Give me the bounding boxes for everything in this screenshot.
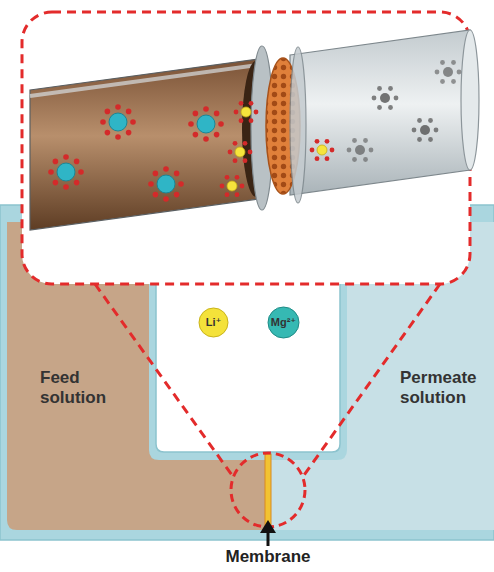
- flange: [290, 47, 306, 203]
- zoom-line: [95, 284, 234, 478]
- zoom-frame: [22, 12, 470, 284]
- ghost-ion: [347, 138, 374, 162]
- ion-circle-shape: [268, 307, 299, 338]
- ion-label: Li⁺: [206, 316, 222, 329]
- feed-compartment: Feed solution: [22, 368, 132, 432]
- compartment-label: Permeate solution: [400, 368, 492, 408]
- mg-ion: [148, 166, 184, 202]
- compartment-label: Feed solution: [40, 368, 122, 408]
- mg-ion: [188, 106, 224, 142]
- li-ion: [228, 141, 253, 163]
- permeate-compartment: Permeate solution: [396, 368, 494, 432]
- ion-circle-shape: [199, 308, 228, 337]
- permeate-tube: [290, 30, 470, 195]
- li-ion: [234, 101, 259, 123]
- ghost-ion: [372, 86, 399, 110]
- feed-tube: [30, 59, 258, 230]
- li-ion: [310, 139, 335, 161]
- tube-end: [461, 30, 479, 170]
- part-label: Membrane: [178, 547, 358, 567]
- ion-circle: Li⁺: [198, 307, 229, 338]
- ion-label: Mg²⁺: [271, 316, 296, 329]
- membrane-strip: [265, 454, 271, 530]
- pointer-arrow-head: [260, 520, 276, 533]
- li-ion: [220, 175, 245, 197]
- ghost-ion: [412, 118, 439, 142]
- mg-ion: [100, 104, 136, 140]
- ion-circle: Mg²⁺: [267, 306, 300, 339]
- tube-highlight: [30, 65, 258, 96]
- ghost-ion: [435, 60, 462, 84]
- mg-ion: [48, 154, 84, 190]
- zoom-circle: [231, 453, 305, 527]
